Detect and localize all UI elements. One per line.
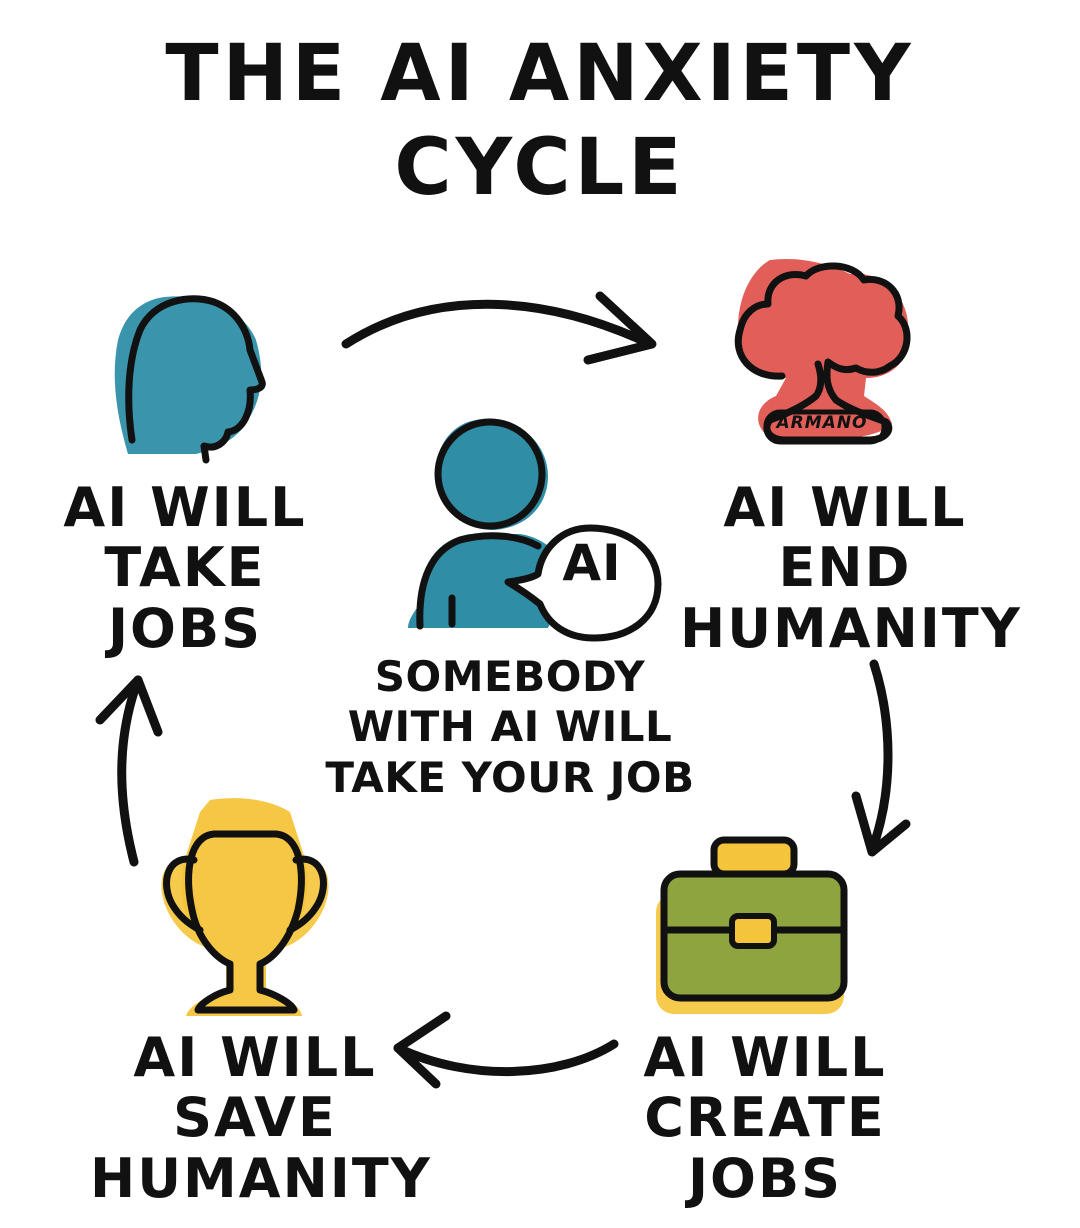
create-jobs-line-1: AI WILL xyxy=(643,1026,887,1089)
trophy-handles-fill xyxy=(161,858,329,948)
node-label-create-jobs: AI WILL CREATE JOBS xyxy=(620,1026,910,1210)
take-jobs-line-2: TAKE xyxy=(104,536,266,600)
person-body-outline xyxy=(416,532,542,630)
cycle-arrows xyxy=(95,291,911,1089)
signature-plate xyxy=(763,409,887,445)
end-humanity-line-2: END xyxy=(778,536,912,600)
trophy-handle-left xyxy=(163,855,204,934)
cloud-fill xyxy=(737,258,909,441)
save-humanity-line-1: AI WILL xyxy=(133,1026,377,1089)
create-jobs-line-3: JOBS xyxy=(687,1146,843,1210)
node-label-end-humanity: AI WILL END HUMANITY xyxy=(680,476,1022,660)
create-jobs-line-2: CREATE xyxy=(644,1086,886,1150)
arrow-take-to-end xyxy=(341,291,657,365)
person-with-speech-bubble-icon xyxy=(408,418,662,642)
center-line-2: WITH AI WILL xyxy=(347,702,673,752)
center-line-1: SOMEBODY xyxy=(374,652,646,701)
title-line-2: CYCLE xyxy=(394,122,686,213)
take-jobs-line-1: AI WILL xyxy=(63,476,307,539)
save-humanity-line-2: SAVE xyxy=(173,1086,337,1150)
arrow-end-to-create xyxy=(851,659,911,857)
speech-bubble-text: AI xyxy=(562,534,622,592)
arrow-save-to-take xyxy=(95,675,163,867)
trophy-icon xyxy=(161,798,329,1016)
diagram-title: THE AI ANXIETY CYCLE xyxy=(90,28,990,215)
center-line-3: TAKE YOUR JOB xyxy=(325,752,695,802)
title-line-1: THE AI ANXIETY xyxy=(165,29,915,119)
end-humanity-line-3: HUMANITY xyxy=(680,596,1022,660)
take-jobs-line-3: JOBS xyxy=(107,596,263,660)
speech-bubble-outline xyxy=(504,524,662,642)
center-label: SOMEBODY WITH AI WILL TAKE YOUR JOB xyxy=(310,652,710,803)
arrow-create-to-save xyxy=(393,1011,619,1089)
briefcase-icon xyxy=(656,836,848,1014)
trophy-outline xyxy=(185,830,305,1014)
artist-signature: ARMANO xyxy=(776,413,868,433)
mushroom-cloud-icon xyxy=(734,258,911,445)
head-icon xyxy=(114,295,266,464)
head-outline xyxy=(125,295,266,464)
person-head-fill xyxy=(435,418,548,530)
node-label-save-humanity: AI WILL SAVE HUMANITY xyxy=(90,1026,432,1210)
trophy-fill xyxy=(181,798,308,1016)
node-label-take-jobs: AI WILL TAKE JOBS xyxy=(40,476,330,660)
person-head-outline xyxy=(434,418,546,530)
save-humanity-line-3: HUMANITY xyxy=(90,1146,432,1210)
trophy-handle-right xyxy=(286,855,327,934)
end-humanity-line-1: AI WILL xyxy=(723,476,967,539)
briefcase-handle-fill xyxy=(714,840,794,880)
briefcase-clasp xyxy=(729,913,777,949)
head-fill xyxy=(114,296,262,454)
